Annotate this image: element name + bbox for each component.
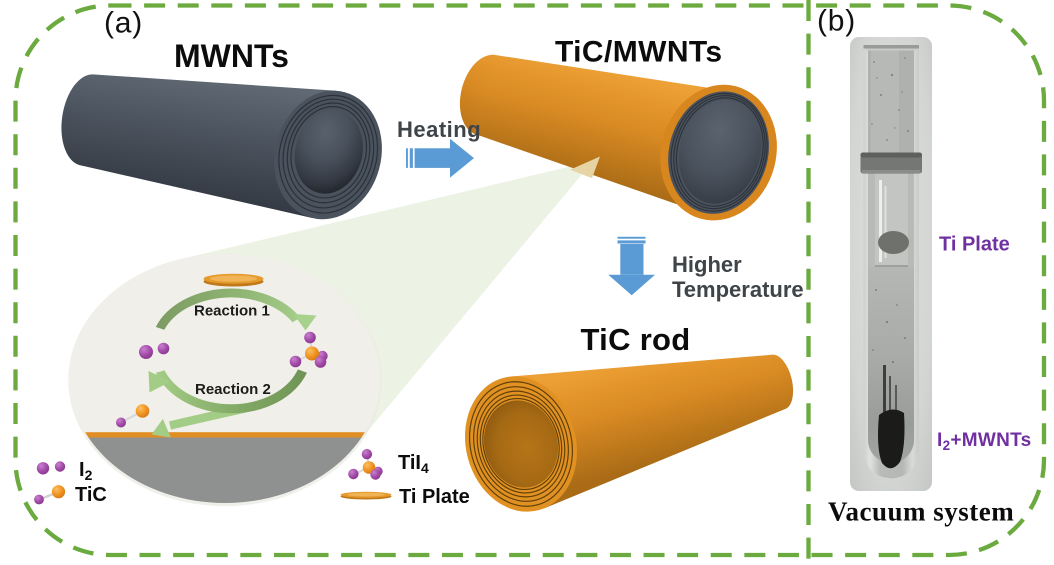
svg-text:I2+MWNTs: I2+MWNTs [937, 430, 1032, 453]
svg-text:(a): (a) [104, 7, 143, 40]
svg-text:Vacuum system: Vacuum system [828, 497, 1014, 527]
svg-text:TiC: TiC [75, 484, 107, 506]
svg-text:Ti Plate: Ti Plate [939, 234, 1010, 256]
svg-text:Higher: Higher [672, 252, 742, 277]
svg-text:MWNTs: MWNTs [174, 38, 289, 74]
svg-text:Heating: Heating [397, 117, 481, 142]
svg-text:TiC/MWNTs: TiC/MWNTs [555, 36, 722, 69]
svg-text:Temperature: Temperature [672, 277, 804, 302]
svg-text:(b): (b) [817, 5, 856, 38]
svg-text:Reaction 2: Reaction 2 [195, 381, 271, 398]
svg-text:Ti Plate: Ti Plate [399, 486, 470, 508]
svg-text:TiC rod: TiC rod [581, 322, 691, 357]
svg-text:Reaction 1: Reaction 1 [194, 303, 270, 320]
